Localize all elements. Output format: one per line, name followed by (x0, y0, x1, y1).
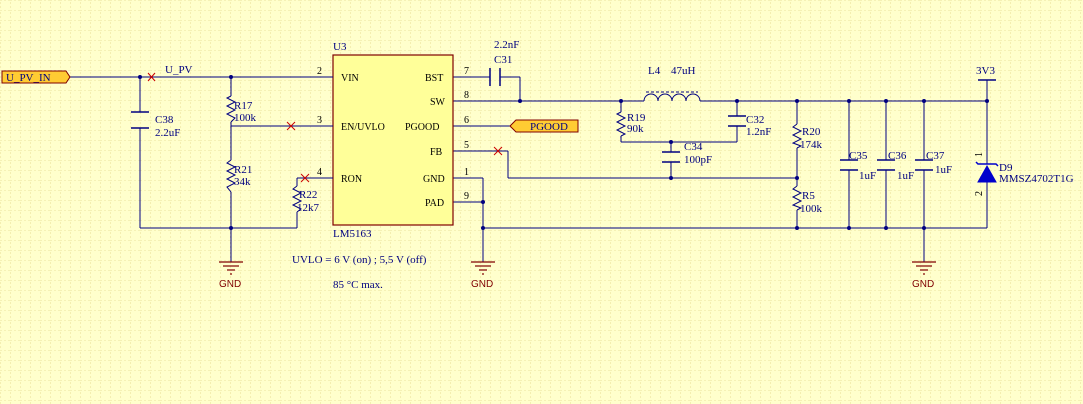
ic-u3[interactable]: U3 LM5163 VIN 2 EN/UVLO 3 RON 4 BST 7 SW… (310, 41, 469, 240)
pgood-port[interactable]: PGOOD (509, 119, 579, 133)
pin-vin-name: VIN (341, 73, 359, 84)
c35-value: 1uF (859, 170, 876, 182)
pin-bst-name: BST (425, 73, 443, 84)
d9-ref: D9 (999, 162, 1013, 174)
pin-sw-name: SW (430, 97, 446, 108)
no-connect-marks (147, 72, 503, 183)
r19-value: 90k (627, 123, 644, 135)
junctions (138, 75, 989, 230)
c31-ref: C31 (494, 54, 512, 66)
r21-ref: R21 (234, 164, 252, 176)
r21-value: 34k (234, 176, 251, 188)
ground-label-mid: GND (471, 279, 493, 290)
d9-value: MMSZ4702T1G (999, 173, 1074, 185)
c34-ref: C34 (684, 141, 703, 153)
note-uvlo: UVLO = 6 V (on) ; 5,5 V (off) (292, 254, 427, 266)
r20-value: 174k (800, 139, 823, 151)
c34-value: 100pF (684, 154, 712, 166)
capacitor-c37[interactable]: C37 1uF (915, 150, 952, 176)
capacitor-c32[interactable]: C32 1.2nF (728, 114, 771, 138)
output-label: 3V3 (976, 65, 995, 77)
pin-ron-name: RON (341, 174, 362, 185)
d9-pin1: 1 (974, 152, 985, 157)
resistor-r17[interactable]: R17 100k (225, 95, 257, 124)
ic-ref: U3 (333, 41, 347, 53)
resistor-r21[interactable]: R21 34k (225, 159, 252, 193)
inductor-l4[interactable]: L4 47uH (643, 65, 701, 102)
pin-pgood-name: PGOOD (405, 122, 439, 133)
input-port[interactable]: U_PV_IN (1, 70, 71, 84)
r22-value: 12k7 (297, 202, 320, 214)
r5-ref: R5 (802, 190, 815, 202)
c32-ref: C32 (746, 114, 764, 126)
pin-sw-num: 8 (464, 90, 469, 101)
ground-label-right: GND (912, 279, 934, 290)
pin-pad-name: PAD (425, 198, 444, 209)
wires (68, 76, 988, 262)
pin-en-name: EN/UVLO (341, 122, 385, 133)
ground-symbol-right[interactable]: GND (912, 261, 936, 290)
capacitor-c35[interactable]: C35 1uF (840, 150, 876, 182)
resistor-r22[interactable]: R22 12k7 (291, 185, 320, 214)
pin-fb-num: 5 (464, 140, 469, 151)
pin-fb-name: FB (430, 147, 443, 158)
ground-symbol-mid[interactable]: GND (471, 261, 495, 290)
c38-ref: C38 (155, 114, 174, 126)
r17-value: 100k (234, 112, 257, 124)
capacitor-c34[interactable]: C34 100pF (662, 141, 712, 166)
d9-pin2: 2 (974, 191, 985, 196)
pin-gnd-num: 1 (464, 167, 469, 178)
input-port-label: U_PV_IN (6, 72, 51, 84)
c38-value: 2.2uF (155, 127, 180, 139)
c31-value: 2.2nF (494, 39, 519, 51)
pin-pad-num: 9 (464, 191, 469, 202)
diode-d9[interactable]: D9 MMSZ4702T1G 1 2 (974, 152, 1074, 196)
ic-part: LM5163 (333, 228, 372, 240)
r22-ref: R22 (299, 189, 317, 201)
r20-ref: R20 (802, 126, 821, 138)
r19-ref: R19 (627, 112, 646, 124)
capacitor-c31[interactable]: 2.2nF C31 (489, 39, 519, 86)
pin-en-num: 3 (317, 115, 322, 126)
ground-label-left: GND (219, 279, 241, 290)
capacitor-c38[interactable]: C38 2.2uF (131, 111, 180, 139)
pin-pgood-num: 6 (464, 115, 469, 126)
c37-value: 1uF (935, 164, 952, 176)
pin-bst-num: 7 (464, 66, 469, 77)
c37-ref: C37 (926, 150, 945, 162)
resistor-r20[interactable]: R20 174k (791, 123, 823, 151)
c36-value: 1uF (897, 170, 914, 182)
r5-value: 100k (800, 203, 823, 215)
ground-symbol-left[interactable]: GND (219, 261, 243, 290)
c32-value: 1.2nF (746, 126, 771, 138)
pin-vin-num: 2 (317, 66, 322, 77)
c35-ref: C35 (849, 150, 868, 162)
pin-gnd-name: GND (423, 174, 445, 185)
net-label-u-pv: U_PV (165, 64, 193, 76)
l4-value: 47uH (671, 65, 696, 77)
pin-ron-num: 4 (317, 167, 322, 178)
pgood-port-label: PGOOD (530, 121, 568, 133)
resistor-r5[interactable]: R5 100k (791, 185, 823, 215)
c36-ref: C36 (888, 150, 907, 162)
output-power-port[interactable]: 3V3 (976, 65, 996, 81)
resistor-r19[interactable]: R19 90k (615, 111, 646, 137)
note-temperature: 85 °C max. (333, 279, 383, 291)
ic-body (332, 54, 454, 226)
r17-ref: R17 (234, 100, 253, 112)
l4-ref: L4 (648, 65, 661, 77)
capacitor-c36[interactable]: C36 1uF (877, 150, 914, 182)
